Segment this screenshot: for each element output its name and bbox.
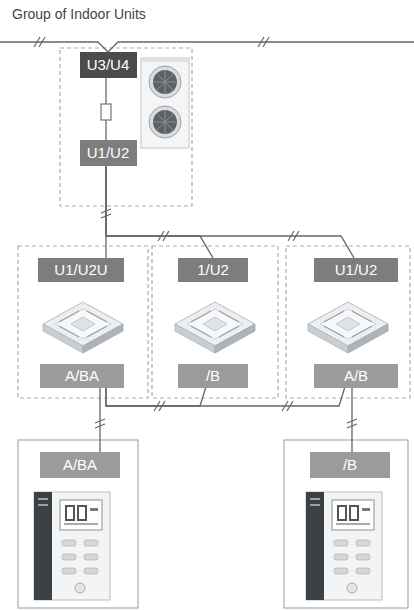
terminal-label: /B	[178, 364, 248, 388]
terminal-label: /B	[310, 452, 390, 478]
terminal-label: U1/U2	[80, 140, 137, 166]
outdoor-unit	[141, 58, 189, 148]
terminal-name: A/BA	[63, 457, 97, 474]
cassette-unit	[308, 302, 388, 353]
terminal-label: A/BA	[40, 452, 120, 478]
terminal-name: U1/U2	[87, 145, 130, 162]
diagram-title: Group of Indoor Units	[12, 6, 146, 22]
remote-controller	[34, 492, 110, 600]
terminal-name: /B	[206, 368, 220, 385]
remote-controller	[306, 492, 382, 600]
controller-group	[284, 440, 408, 608]
terminal-label: U1/U2U	[38, 258, 124, 282]
controller-group	[18, 440, 138, 608]
fuse-symbol	[101, 104, 111, 120]
terminal-name: /B	[343, 457, 357, 474]
terminal-name: 1/U2	[197, 262, 229, 279]
indoor-group	[152, 246, 278, 398]
terminal-name: U3/U4	[87, 57, 130, 74]
terminal-label: A/BA	[40, 364, 124, 388]
signal-wire	[99, 388, 100, 452]
terminal-name: U1/U2U	[54, 262, 107, 279]
terminal-name: A/B	[344, 368, 368, 385]
cassette-unit	[43, 302, 123, 353]
terminal-label: 1/U2	[178, 258, 248, 282]
outdoor-group	[60, 48, 192, 206]
signal-wire	[106, 166, 213, 258]
cable-marks	[34, 37, 357, 428]
terminal-name: A/BA	[65, 368, 99, 385]
indoor-group	[286, 246, 410, 398]
terminal-name: U1/U2	[335, 262, 378, 279]
bus-wire	[0, 42, 414, 52]
indoor-group	[18, 246, 148, 398]
signal-wire	[106, 166, 354, 258]
terminal-label: A/B	[314, 364, 398, 388]
terminal-label: U1/U2	[314, 258, 398, 282]
terminal-label: U3/U4	[80, 52, 137, 78]
signal-wire	[351, 388, 352, 452]
cassette-unit	[175, 302, 255, 353]
